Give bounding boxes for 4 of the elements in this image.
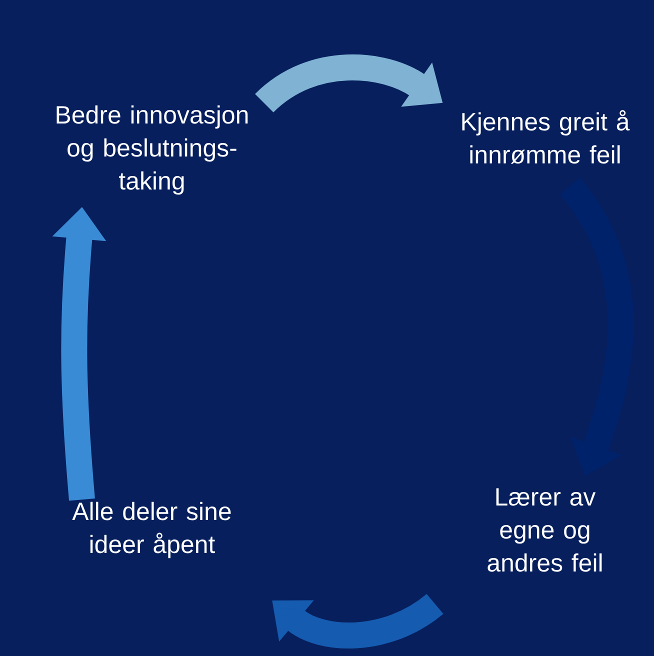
- cycle-step-text: Kjennes greit å innrømme feil: [462, 110, 630, 164]
- cycle-step-text: Lærer av egne og andres feil: [488, 488, 602, 572]
- cycle-step-text: Bedre innovasjon og beslutnings- taking: [56, 105, 248, 195]
- cycle-step-text: Alle deler sine ideer åpent: [72, 502, 231, 558]
